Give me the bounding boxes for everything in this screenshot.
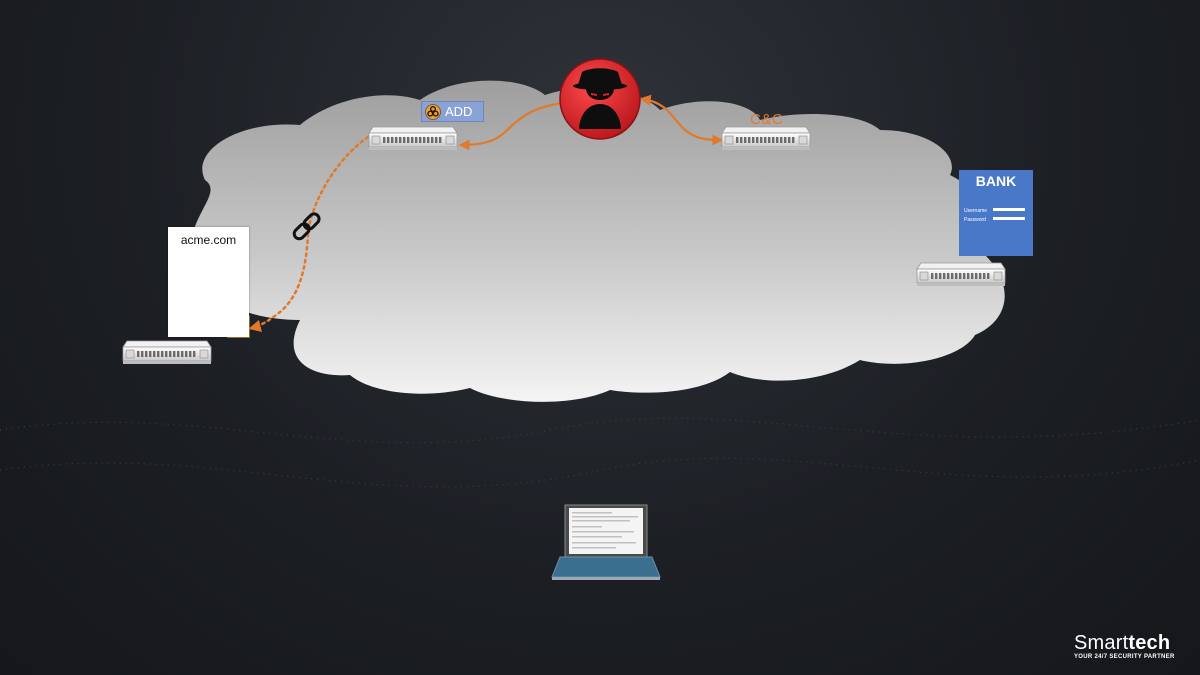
hacker-to-add-arrow xyxy=(458,101,563,151)
chain-link-icon xyxy=(292,212,321,241)
add-badge-label: ADD xyxy=(445,104,473,119)
bank-password-label: Password xyxy=(964,217,986,223)
brand-logo: Smarttech YOUR 24/7 SECURITY PARTNER xyxy=(1074,633,1175,660)
bank-username-field xyxy=(993,208,1025,211)
website-server-icon xyxy=(122,340,212,364)
brand-name-bold: tech xyxy=(1128,632,1171,654)
malicious-redirect-arrow xyxy=(248,135,370,332)
hacker-icon xyxy=(559,58,641,140)
bank-login-page: BANK Username Password xyxy=(959,170,1033,256)
bank-username-label: Username xyxy=(964,208,988,214)
biohazard-icon xyxy=(425,103,441,120)
laptop-icon xyxy=(551,504,661,580)
website-page: acme.com xyxy=(168,227,249,337)
add-server-icon xyxy=(368,126,458,150)
cnc-server-icon xyxy=(721,126,811,150)
bank-server-icon xyxy=(916,262,1006,286)
website-title: acme.com xyxy=(180,233,237,247)
internet-cloud xyxy=(189,80,1005,402)
hacker-to-cnc-arrow xyxy=(639,94,724,146)
bank-password-field xyxy=(993,217,1025,220)
brand-tagline: YOUR 24/7 SECURITY PARTNER xyxy=(1074,654,1175,660)
cnc-server-label: C&C xyxy=(750,111,784,128)
servers-group xyxy=(122,126,1006,364)
add-server-badge: ADD xyxy=(421,101,484,122)
brand-name-regular: Smart xyxy=(1074,632,1129,654)
bank-title: BANK xyxy=(975,173,1017,189)
